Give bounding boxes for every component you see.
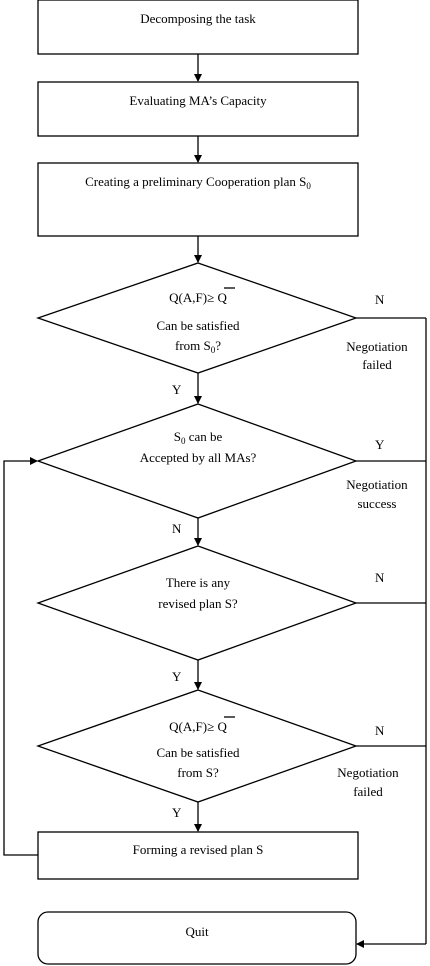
create-plan-subscript: 0 bbox=[306, 181, 311, 191]
negotiation-failed-2-line2: failed bbox=[353, 784, 383, 799]
evaluate-capacity-box bbox=[37, 81, 359, 137]
decision-3-no-label: N bbox=[375, 570, 385, 585]
negotiation-failed-1-line1: Negotiation bbox=[346, 339, 408, 354]
decision-1-formula: Q(A,F)≥ Q bbox=[169, 290, 227, 305]
negotiation-success-line2: success bbox=[358, 496, 397, 511]
decision-3-line1: There is any bbox=[166, 575, 231, 590]
quit-box bbox=[37, 911, 357, 965]
decision-1-line3-text: from S bbox=[175, 338, 211, 353]
decision-3-line2: revised plan S? bbox=[158, 596, 238, 611]
decision-4-formula: Q(A,F)≥ Q bbox=[169, 719, 227, 734]
decision-4-yes-label: Y bbox=[172, 805, 182, 820]
decompose-task-box bbox=[37, 0, 359, 55]
decision-3-yes-label: Y bbox=[172, 669, 182, 684]
evaluate-capacity-label: Evaluating MA’s Capacity bbox=[129, 93, 267, 108]
decision-2-line1-end: can be bbox=[185, 429, 222, 444]
negotiation-failed-1-line2: failed bbox=[362, 357, 392, 372]
decision-1-line3: from S0? bbox=[175, 338, 221, 355]
decision-1-line3-end: ? bbox=[215, 338, 221, 353]
decision-1-yes-label: Y bbox=[172, 382, 182, 397]
decision-2-line1-subscript: 0 bbox=[181, 436, 186, 446]
loop-back-arrow bbox=[3, 457, 38, 856]
forming-plan-label: Forming a revised plan S bbox=[133, 842, 264, 857]
create-plan-label: Creating a preliminary Cooperation plan … bbox=[85, 174, 311, 191]
decision-4-line2: Can be satisfied bbox=[156, 745, 240, 760]
decision-2-line1: S0 can be bbox=[174, 429, 223, 446]
decision-2-line1-text: S bbox=[174, 429, 181, 444]
decompose-task-label: Decomposing the task bbox=[140, 11, 256, 26]
create-plan-text: Creating a preliminary Cooperation plan … bbox=[85, 174, 306, 189]
create-plan-box bbox=[37, 162, 359, 237]
quit-label: Quit bbox=[185, 924, 209, 939]
negotiation-failed-2-line1: Negotiation bbox=[337, 765, 399, 780]
decision-2-line2: Accepted by all MAs? bbox=[140, 450, 257, 465]
decision-1-line3-subscript: 0 bbox=[211, 345, 216, 355]
forming-plan-box bbox=[37, 831, 359, 880]
decision-2-yes-label: Y bbox=[375, 437, 385, 452]
decision-1-no-label: N bbox=[375, 292, 385, 307]
decision-4-line3: from S? bbox=[177, 765, 219, 780]
decision-1-line2: Can be satisfied bbox=[156, 318, 240, 333]
decision-2-no-label: N bbox=[172, 521, 182, 536]
decision-4-no-label: N bbox=[375, 723, 385, 738]
negotiation-success-line1: Negotiation bbox=[346, 477, 408, 492]
